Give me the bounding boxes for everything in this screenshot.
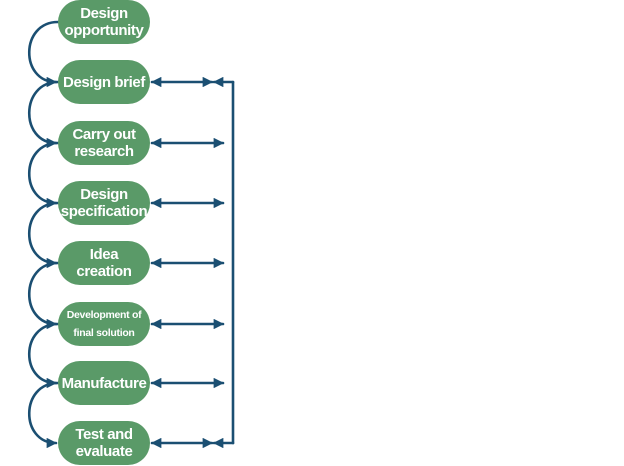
- stage-label: Design specification: [60, 186, 148, 220]
- sequence-arrow: [27, 322, 60, 389]
- stage-carry-out-research: Carry out research: [58, 121, 150, 165]
- stage-idea-creation: Idea creation: [58, 241, 150, 285]
- stage-label: Carry out research: [72, 126, 136, 160]
- stage-development-of-final-solution: Development of final solution: [58, 302, 150, 346]
- stage-label: Idea creation: [76, 246, 132, 280]
- stage-label: Design opportunity: [64, 5, 144, 39]
- stage-design-opportunity: Design opportunity: [58, 0, 150, 44]
- stage-design-brief: Design brief: [58, 60, 150, 104]
- sequence-arrow: [27, 20, 60, 88]
- stage-label: Design brief: [63, 73, 145, 91]
- stage-label: Development of final solution: [66, 309, 142, 339]
- stage-test-and-evaluate: Test and evaluate: [58, 421, 150, 465]
- sequence-arrow: [27, 381, 60, 449]
- sequence-arrow: [27, 261, 60, 330]
- stage-design-specification: Design specification: [58, 181, 150, 225]
- stage-manufacture: Manufacture: [58, 361, 150, 405]
- sequence-arrow: [27, 201, 60, 269]
- stage-label: Test and evaluate: [75, 426, 133, 460]
- stage-label: Manufacture: [61, 374, 147, 392]
- sequence-arrow: [27, 141, 60, 209]
- sequence-arrow: [27, 80, 60, 149]
